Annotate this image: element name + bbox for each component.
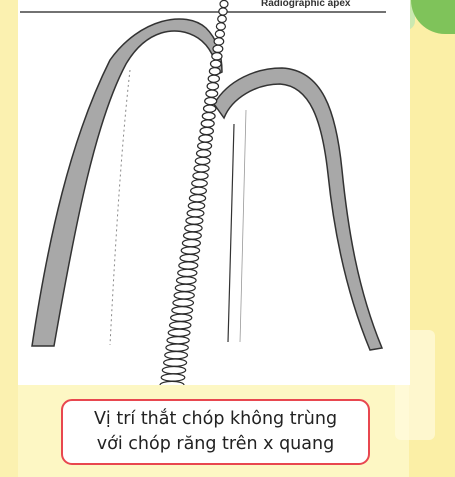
- file-segment: [198, 134, 214, 143]
- file-segment: [215, 22, 226, 31]
- right-canal-inner-wall: [239, 109, 247, 343]
- file-segment: [185, 216, 204, 225]
- file-segment: [197, 141, 213, 151]
- file-segment: [214, 29, 226, 39]
- right-root-outline: [213, 67, 384, 351]
- file-segment: [209, 59, 222, 69]
- left-root-outline: [31, 18, 223, 347]
- file-segment: [192, 171, 209, 180]
- root-canal-illustration: [20, 0, 386, 385]
- file-segment: [211, 52, 223, 61]
- file-segment: [180, 246, 201, 255]
- file-segment: [200, 119, 215, 128]
- radiographic-apex-label: Radiographic apex: [261, 0, 351, 9]
- file-segment: [202, 104, 217, 113]
- file-segment: [160, 373, 186, 382]
- file-segment: [177, 268, 198, 278]
- file-segment: [193, 164, 210, 173]
- file-segment: [199, 126, 214, 136]
- file-segment: [167, 328, 191, 337]
- file-segment: [163, 358, 188, 367]
- file-segment: [208, 66, 221, 76]
- file-segment: [212, 44, 224, 54]
- file-segment: [175, 276, 197, 285]
- file-segment: [219, 0, 229, 9]
- file-segment: [190, 186, 208, 195]
- file-segment: [172, 298, 195, 307]
- file-segment: [186, 208, 205, 218]
- file-segment: [191, 179, 208, 188]
- file-segment: [166, 336, 190, 345]
- file-segment: [171, 306, 194, 315]
- file-segment: [188, 193, 207, 203]
- file-segment: [213, 37, 225, 46]
- right-canal-wall: [227, 123, 235, 343]
- file-segment: [194, 156, 211, 166]
- file-segment: [204, 96, 218, 106]
- file-segment: [168, 321, 192, 330]
- file-segment: [218, 7, 228, 16]
- file-segment: [179, 253, 200, 263]
- file-segment: [205, 89, 219, 98]
- file-segment: [187, 201, 206, 210]
- file-segment: [207, 74, 220, 83]
- file-segment: [161, 365, 187, 375]
- caption-line-1: Vị trí thắt chóp không trùng: [93, 409, 338, 429]
- file-segment: [182, 231, 202, 240]
- file-segment: [164, 350, 189, 360]
- caption-box: Vị trí thắt chóp không trùng với chóp ră…: [61, 399, 370, 465]
- left-canal-wall: [109, 69, 131, 346]
- file-segment: [159, 380, 185, 385]
- file-segment: [181, 238, 201, 248]
- radiograph-diagram: Radiographic apex: [18, 0, 410, 385]
- file-segment: [184, 223, 203, 233]
- file-segment: [206, 81, 220, 91]
- endodontic-file: [159, 0, 229, 385]
- background-stripe-left: [0, 0, 18, 477]
- file-segment: [201, 111, 216, 121]
- file-segment: [173, 291, 195, 300]
- caption-line-2: với chóp răng trên x quang: [96, 434, 335, 454]
- file-segment: [165, 343, 189, 352]
- file-segment: [178, 261, 199, 270]
- file-segment: [174, 283, 196, 293]
- file-segment: [169, 313, 193, 322]
- file-segment: [195, 149, 212, 158]
- file-segment: [217, 14, 227, 24]
